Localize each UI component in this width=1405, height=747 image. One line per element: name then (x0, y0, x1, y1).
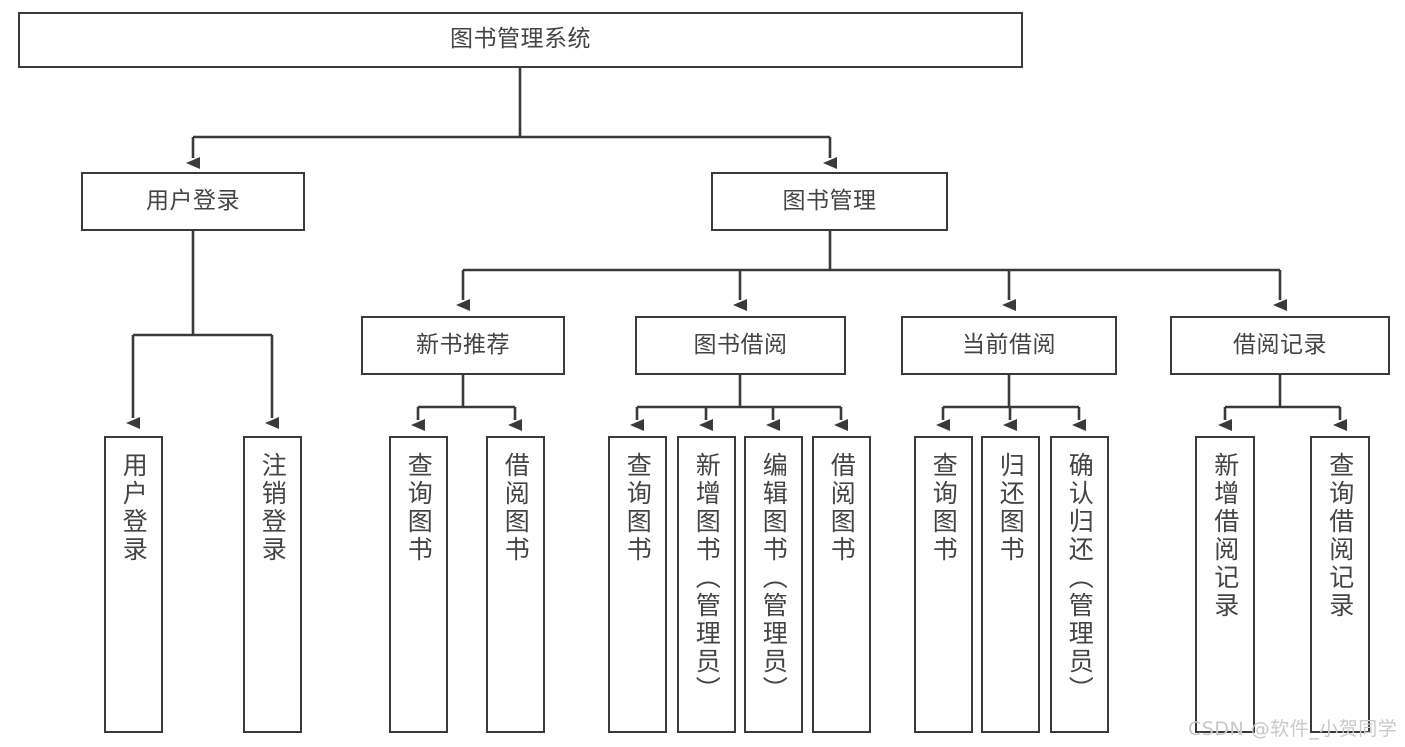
leaf-return-book[interactable]: 归还图书 (981, 436, 1040, 733)
leaf-query-book-current[interactable]: 查询图书 (914, 436, 973, 733)
node-label: 借阅记录 (1233, 331, 1327, 358)
leaf-edit-book-admin[interactable]: 编辑图书（管理员） (744, 436, 803, 733)
node-current-borrow[interactable]: 当前借阅 (901, 316, 1117, 375)
node-label: 查询图书 (404, 452, 434, 564)
node-label: 新书推荐 (416, 331, 510, 358)
node-label: 新增图书（管理员） (692, 452, 722, 704)
node-label: 图书管理系统 (450, 26, 591, 53)
node-label: 图书借阅 (693, 331, 788, 358)
leaf-add-book-admin[interactable]: 新增图书（管理员） (677, 436, 736, 733)
node-label: 当前借阅 (962, 331, 1056, 358)
node-label: 查询借阅记录 (1325, 452, 1355, 620)
node-label: 图书管理 (782, 187, 877, 214)
node-label: 借阅图书 (501, 452, 531, 564)
node-label: 编辑图书（管理员） (759, 452, 789, 704)
node-borrow-record[interactable]: 借阅记录 (1170, 316, 1390, 375)
node-label: 查询图书 (623, 452, 653, 564)
node-label: 用户登录 (119, 452, 149, 564)
leaf-confirm-return-admin[interactable]: 确认归还（管理员） (1050, 436, 1109, 733)
leaf-query-borrow-record[interactable]: 查询借阅记录 (1310, 436, 1370, 733)
node-label: 查询图书 (929, 452, 959, 564)
node-label: 新增借阅记录 (1210, 452, 1240, 620)
node-label: 归还图书 (996, 452, 1026, 564)
leaf-user-login[interactable]: 用户登录 (104, 436, 163, 733)
leaf-query-book-borrow[interactable]: 查询图书 (608, 436, 667, 733)
leaf-user-logout[interactable]: 注销登录 (243, 436, 302, 733)
node-book-borrow[interactable]: 图书借阅 (635, 316, 846, 375)
node-label: 借阅图书 (827, 452, 857, 564)
csdn-watermark: CSDN @软件_小贺同学 (1188, 718, 1398, 740)
node-book-management[interactable]: 图书管理 (711, 172, 948, 231)
node-label: 确认归还（管理员） (1065, 452, 1095, 704)
leaf-query-book-recommend[interactable]: 查询图书 (389, 436, 448, 733)
leaf-add-borrow-record[interactable]: 新增借阅记录 (1195, 436, 1255, 733)
node-label: 注销登录 (258, 452, 288, 564)
node-user-login[interactable]: 用户登录 (81, 172, 305, 231)
node-new-book-recommend[interactable]: 新书推荐 (361, 316, 565, 375)
node-root-system[interactable]: 图书管理系统 (18, 12, 1023, 68)
leaf-borrow-book-recommend[interactable]: 借阅图书 (486, 436, 545, 733)
leaf-borrow-book[interactable]: 借阅图书 (812, 436, 871, 733)
node-label: 用户登录 (146, 187, 240, 214)
